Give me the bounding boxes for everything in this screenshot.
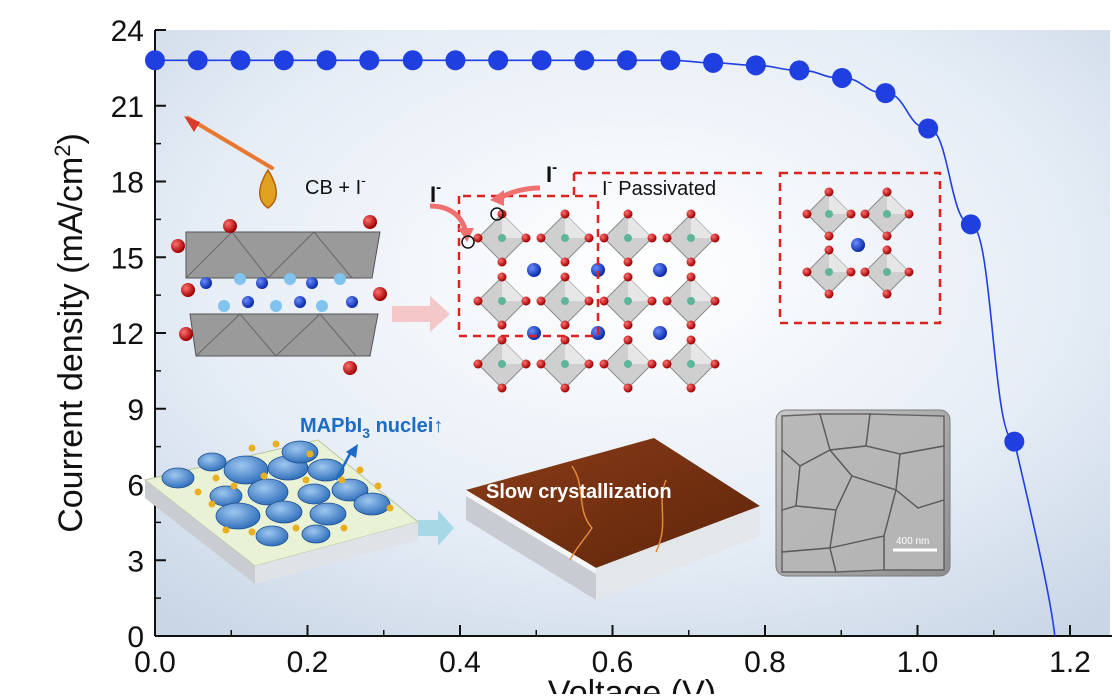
inset-passivated-lattice: I-Passivated I- I- — [429, 159, 942, 393]
y-tick-label: 21 — [111, 91, 144, 124]
data-point — [745, 55, 766, 76]
inset-nuclei-substrate: MAPbI3 nuclei↑ — [143, 415, 454, 584]
transform-arrow-icon — [392, 296, 450, 332]
data-point — [960, 214, 981, 235]
data-point — [616, 50, 637, 71]
vacancy-marker-1 — [461, 235, 475, 249]
y-axis-label: Courrent density (mA/cm2) — [50, 133, 90, 533]
inset-sem-image: 400 nm — [775, 409, 951, 577]
octahedra-lattice — [473, 209, 720, 393]
y-tick-label: 24 — [111, 15, 144, 48]
x-tick-label: 0.0 — [134, 646, 176, 679]
y-tick-label: 15 — [111, 242, 144, 275]
data-point — [187, 50, 208, 71]
x-tick-label: 0.8 — [744, 646, 786, 679]
pipette-icon — [186, 116, 274, 170]
data-point — [531, 50, 552, 71]
data-point — [230, 50, 251, 71]
iodide-label-2: I- — [546, 159, 557, 187]
nuclei-domes — [161, 440, 394, 547]
data-point — [316, 50, 337, 71]
pipette-bulb-icon — [184, 116, 200, 132]
y-tick-label: 6 — [127, 470, 144, 503]
data-point — [832, 67, 853, 88]
x-tick-label: 0.2 — [287, 646, 329, 679]
data-point — [445, 50, 466, 71]
y-tick-label: 0 — [127, 621, 144, 654]
y-tick-label: 12 — [111, 318, 144, 351]
scale-bar-label: 400 nm — [896, 536, 929, 547]
x-tick-label: 1.2 — [1049, 646, 1091, 679]
passivated-label: I-Passivated — [602, 173, 716, 200]
x-axis-label: Voltage (V) — [548, 674, 716, 694]
x-tick-label: 0.4 — [439, 646, 481, 679]
vacancy-marker-2 — [490, 207, 504, 221]
data-point — [574, 50, 595, 71]
octahedra-lattice-small — [802, 187, 914, 299]
inset-precursor-illustration: CB + I- — [171, 116, 450, 375]
data-point — [875, 83, 896, 104]
y-tick-label: 3 — [127, 545, 144, 578]
nuclei-pointer-icon — [334, 449, 354, 481]
grain-boundary-2 — [655, 479, 667, 553]
y-tick-label: 18 — [111, 167, 144, 200]
slow-crystallization-label: Slow crystallization — [486, 481, 672, 503]
data-point — [488, 50, 509, 71]
data-point — [918, 118, 939, 139]
data-point — [273, 50, 294, 71]
data-point — [1004, 431, 1025, 452]
dashed-box-left — [457, 194, 600, 338]
cb-label: CB + I- — [305, 172, 366, 199]
data-point — [703, 52, 724, 73]
iodide-label-1: I- — [430, 179, 441, 207]
inset-film: Slow crystallization — [466, 438, 760, 600]
growth-arrow-icon — [418, 510, 454, 546]
droplet-icon — [259, 168, 277, 209]
x-tick-label: 1.0 — [897, 646, 939, 679]
data-point — [359, 50, 380, 71]
data-point — [660, 50, 681, 71]
x-tick-label: 0.6 — [592, 646, 634, 679]
data-point — [145, 50, 165, 71]
y-tick-label: 9 — [127, 394, 144, 427]
x-ticks: 0.0 0.2 0.4 0.6 0.8 1.0 1.2 — [134, 625, 1091, 679]
nuclei-label: MAPbI3 nuclei↑ — [300, 415, 443, 441]
data-point — [402, 50, 423, 71]
series-jv — [145, 50, 1056, 637]
data-point — [789, 60, 810, 81]
sem-grains — [781, 413, 945, 573]
grain-boundary-1 — [569, 465, 593, 561]
